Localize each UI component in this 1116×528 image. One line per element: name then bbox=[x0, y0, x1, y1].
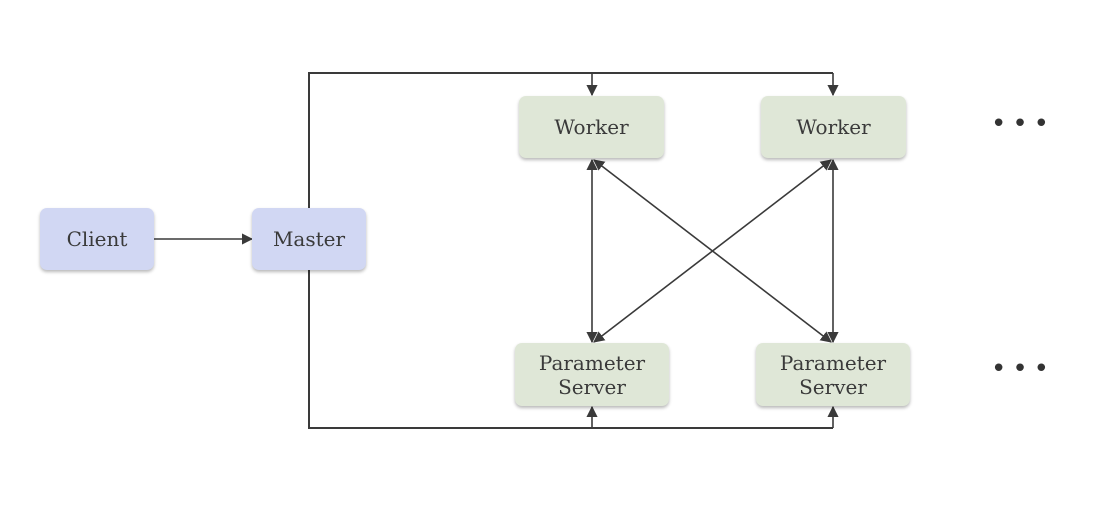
master-node: Master bbox=[252, 208, 366, 270]
parameter-server-node-2: Parameter Server bbox=[756, 343, 910, 406]
workers-continuation-ellipsis: ••• bbox=[991, 109, 1056, 139]
worker-node-1: Worker bbox=[519, 96, 664, 158]
edge-worker-2-ps-1 bbox=[593, 159, 832, 343]
parameter-server-1-label: Parameter Server bbox=[538, 350, 646, 399]
worker-node-2: Worker bbox=[761, 96, 906, 158]
ps-continuation-ellipsis: ••• bbox=[991, 354, 1056, 384]
client-label: Client bbox=[66, 227, 128, 251]
worker-2-label: Worker bbox=[796, 115, 871, 139]
parameter-server-2-label: Parameter Server bbox=[779, 350, 887, 399]
parameter-server-node-1: Parameter Server bbox=[515, 343, 669, 406]
worker-1-label: Worker bbox=[554, 115, 629, 139]
master-label: Master bbox=[272, 227, 346, 251]
client-node: Client bbox=[40, 208, 154, 270]
